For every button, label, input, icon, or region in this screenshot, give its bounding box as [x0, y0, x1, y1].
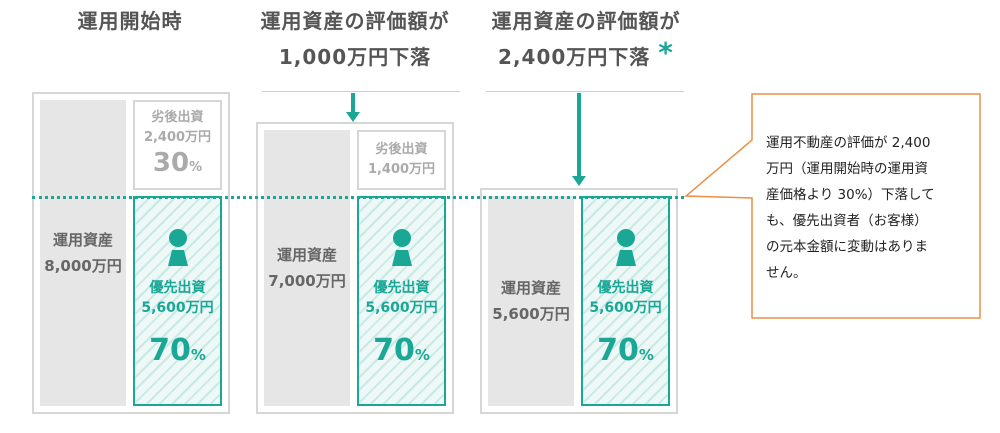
- callout-line-2: 万円（運用開始時の運用資: [766, 161, 928, 177]
- arrow-1000-stem: [351, 93, 355, 113]
- column-2-sub-label: 劣後出資: [375, 142, 428, 157]
- header-rule-3: [486, 91, 684, 92]
- header-drop-2400-line2: 2,400万円下落: [498, 45, 651, 69]
- column-2-senior-pct: 70: [373, 333, 415, 368]
- arrow-1000-head: [346, 112, 360, 122]
- column-2-asset-amount: 7,000万円: [268, 272, 346, 290]
- column-3-senior: 優先出資 5,600万円 70%: [581, 196, 670, 406]
- column-2-sub-amount: 1,400万円: [367, 162, 436, 177]
- column-1-senior-pct: 70: [149, 333, 191, 368]
- arrow-2400-stem: [577, 93, 581, 177]
- column-1-sub-label: 劣後出資: [151, 109, 204, 125]
- column-3-asset-label: 運用資産: [500, 279, 561, 297]
- header-drop-1000: 運用資産の評価額が 1,000万円下落: [250, 6, 460, 72]
- person-icon: [615, 229, 636, 266]
- asterisk-mark: *: [658, 36, 674, 69]
- column-1-subordinated: 劣後出資 2,400万円 30%: [133, 100, 222, 190]
- column-3-senior-amount: 5,600万円: [589, 300, 662, 316]
- callout-line-1: 運用不動産の評価が 2,400: [766, 135, 931, 151]
- header-start: 運用開始時: [40, 6, 220, 36]
- column-1-senior-pct-unit: %: [190, 346, 206, 364]
- header-drop-1000-line2: 1,000万円下落: [278, 45, 432, 69]
- column-3-senior-pct-unit: %: [638, 346, 654, 364]
- column-2-senior: 優先出資 5,600万円 70%: [357, 196, 446, 406]
- column-2-subordinated: 劣後出資 1,400万円: [357, 130, 446, 190]
- person-icon: [167, 229, 188, 266]
- header-start-line1: 運用開始時: [77, 9, 183, 33]
- callout-line-4: も、優先出資者（お客様）: [766, 213, 928, 229]
- column-1-sub-pct-unit: %: [189, 159, 203, 175]
- column-3-senior-label: 優先出資: [597, 280, 654, 296]
- header-drop-1000-line1: 運用資産の評価額が: [260, 9, 450, 33]
- column-1-asset: 運用資産 8,000万円: [40, 100, 126, 406]
- senior-threshold-line: [32, 196, 684, 199]
- column-1-senior-label: 優先出資: [149, 280, 206, 296]
- arrow-2400-head: [572, 176, 586, 186]
- callout-line-6: せん。: [766, 265, 807, 281]
- callout-line-5: の元本金額に変動はありま: [766, 239, 928, 255]
- column-1-sub-amount: 2,400万円: [143, 129, 212, 145]
- column-1-senior-amount: 5,600万円: [141, 300, 214, 316]
- callout-line-3: 産価格より 30%）下落して: [766, 187, 935, 203]
- column-1-asset-amount: 8,000万円: [44, 257, 122, 275]
- callout-text: 運用不動産の評価が 2,400 万円（運用開始時の運用資 産価格より 30%）下…: [766, 130, 971, 286]
- column-2-senior-amount: 5,600万円: [365, 300, 438, 316]
- header-rule-2: [262, 91, 460, 92]
- column-3-asset: 運用資産 5,600万円: [488, 196, 574, 406]
- callout-bubble: [684, 93, 981, 319]
- header-drop-2400: 運用資産の評価額が 2,400万円下落 *: [476, 6, 696, 72]
- column-1-senior: 優先出資 5,600万円 70%: [133, 196, 222, 406]
- column-2-senior-pct-unit: %: [414, 346, 430, 364]
- column-3-asset-amount: 5,600万円: [492, 305, 570, 323]
- column-1-asset-label: 運用資産: [52, 231, 113, 249]
- column-2-asset: 運用資産 7,000万円: [264, 130, 350, 406]
- column-1-sub-pct: 30: [152, 147, 190, 178]
- column-3-senior-pct: 70: [597, 333, 639, 368]
- column-2-senior-label: 優先出資: [373, 280, 430, 296]
- header-drop-2400-line1: 運用資産の評価額が: [491, 9, 681, 33]
- column-2-asset-label: 運用資産: [276, 246, 337, 264]
- person-icon: [391, 229, 412, 266]
